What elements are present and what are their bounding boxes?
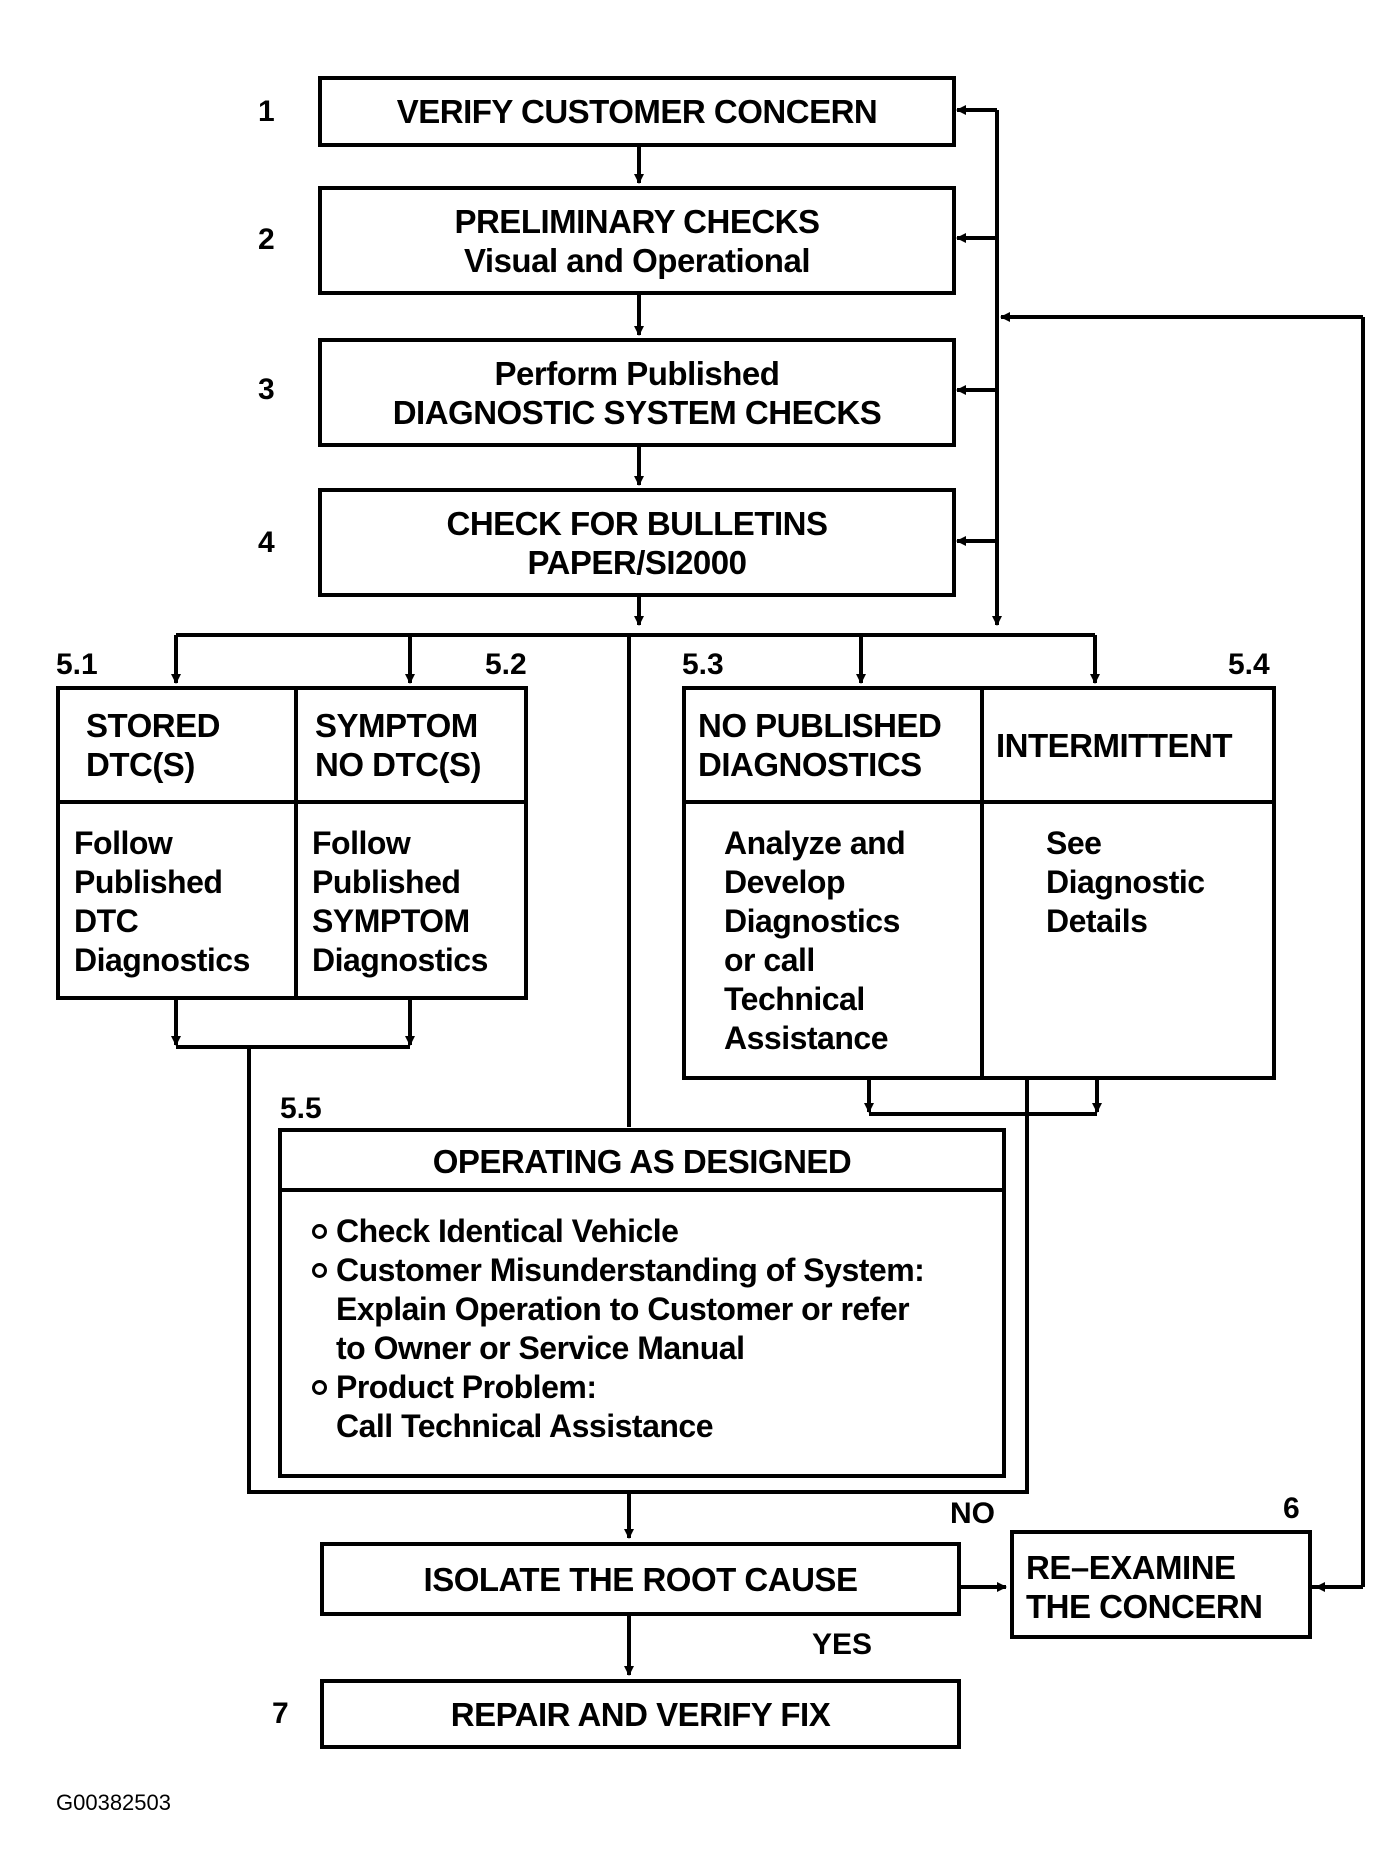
- stored-body-line: Follow: [74, 825, 173, 861]
- bullet-line: Check Identical Vehicle: [336, 1213, 679, 1249]
- step-number-1: 1: [258, 95, 275, 128]
- isolate-title: ISOLATE THE ROOT CAUSE: [423, 1560, 858, 1598]
- step-4-line2: PAPER/SI2000: [527, 543, 747, 581]
- bullet-line: Explain Operation to Customer or refer: [336, 1291, 910, 1327]
- step-isolate-root-cause: ISOLATE THE ROOT CAUSE: [320, 1542, 961, 1616]
- symptom-body: Follow Published SYMPTOM Diagnostics: [312, 824, 488, 980]
- step-re-examine-concern: RE–EXAMINE THE CONCERN: [1010, 1530, 1312, 1639]
- no-published-header-line: DIAGNOSTICS: [698, 746, 922, 783]
- step-number-6: 6: [1283, 1492, 1300, 1525]
- symptom-body-line: Follow: [312, 825, 411, 861]
- stored-header-line: DTC(S): [86, 746, 195, 783]
- no-published-body-line: or call: [724, 942, 815, 978]
- stored-dtc-header: STORED DTC(S): [86, 706, 220, 784]
- symptom-header-line: SYMPTOM: [315, 707, 478, 744]
- step-6-line2: THE CONCERN: [1026, 1588, 1263, 1625]
- step-number-5-5: 5.5: [280, 1092, 322, 1125]
- bullet-product-problem: Product Problem: Call Technical Assistan…: [308, 1368, 924, 1446]
- stored-body-line: DTC: [74, 903, 139, 939]
- operating-bullets: Check Identical Vehicle Customer Misunde…: [308, 1212, 925, 1446]
- step-check-for-bulletins: CHECK FOR BULLETINS PAPER/SI2000: [318, 488, 956, 597]
- no-published-body: Analyze and Develop Diagnostics or call …: [724, 824, 906, 1058]
- no-published-body-line: Assistance: [724, 1020, 888, 1056]
- branch-yes-label: YES: [812, 1628, 873, 1661]
- box-operating-as-designed: OPERATING AS DESIGNED Check Identical Ve…: [278, 1128, 1006, 1478]
- step-2-title: PRELIMINARY CHECKS: [454, 202, 820, 240]
- step-3-line2: DIAGNOSTIC SYSTEM CHECKS: [392, 393, 882, 431]
- step-verify-customer-concern: VERIFY CUSTOMER CONCERN: [318, 76, 956, 147]
- bullet-customer-misunderstanding: Customer Misunderstanding of System: Exp…: [308, 1251, 925, 1368]
- no-published-header-line: NO PUBLISHED: [698, 707, 942, 744]
- symptom-header-line: NO DTC(S): [315, 746, 481, 783]
- figure-id: G00382503: [56, 1790, 171, 1815]
- box-stored-and-symptom: STORED DTC(S) SYMPTOM NO DTC(S) Follow P…: [56, 686, 528, 1000]
- step-number-5-3: 5.3: [682, 648, 724, 681]
- operating-as-designed-header: OPERATING AS DESIGNED: [432, 1143, 852, 1180]
- step-number-3: 3: [258, 373, 275, 406]
- no-published-body-line: Develop: [724, 864, 845, 900]
- no-published-body-line: Technical: [724, 981, 865, 1017]
- intermittent-header-line: INTERMITTENT: [996, 727, 1232, 764]
- symptom-no-dtc-header: SYMPTOM NO DTC(S): [315, 706, 481, 784]
- step-number-2: 2: [258, 223, 275, 256]
- box-no-published-and-intermittent: NO PUBLISHED DIAGNOSTICS INTERMITTENT An…: [682, 686, 1276, 1080]
- no-published-diagnostics-header: NO PUBLISHED DIAGNOSTICS: [698, 706, 942, 784]
- step-3-line1: Perform Published: [494, 354, 780, 392]
- step-number-5-4: 5.4: [1228, 648, 1270, 681]
- step-number-5-2: 5.2: [485, 648, 527, 681]
- symptom-body-line: Published: [312, 864, 461, 900]
- step-number-4: 4: [258, 526, 275, 559]
- bullet-check-identical-vehicle: Check Identical Vehicle: [308, 1212, 924, 1251]
- step-7-title: REPAIR AND VERIFY FIX: [450, 1695, 831, 1733]
- stored-body-line: Diagnostics: [74, 942, 250, 978]
- stored-header-line: STORED: [86, 707, 220, 744]
- intermittent-header: INTERMITTENT: [996, 726, 1232, 765]
- stored-body-line: Published: [74, 864, 223, 900]
- stored-dtc-body: Follow Published DTC Diagnostics: [74, 824, 250, 980]
- bullet-line: Customer Misunderstanding of System:: [336, 1252, 925, 1288]
- bullet-line: to Owner or Service Manual: [336, 1330, 745, 1366]
- symptom-body-line: Diagnostics: [312, 942, 488, 978]
- bullet-line: Product Problem:: [336, 1369, 597, 1405]
- no-published-body-line: Diagnostics: [724, 903, 900, 939]
- no-published-body-line: Analyze and: [724, 825, 906, 861]
- step-diagnostic-system-checks: Perform Published DIAGNOSTIC SYSTEM CHEC…: [318, 338, 956, 447]
- intermittent-body-line: Diagnostic: [1046, 864, 1205, 900]
- intermittent-body-line: See: [1046, 825, 1102, 861]
- step-2-subtitle: Visual and Operational: [464, 241, 811, 279]
- step-number-7: 7: [272, 1697, 289, 1730]
- branch-no-label: NO: [950, 1497, 995, 1530]
- step-4-line1: CHECK FOR BULLETINS: [446, 504, 829, 542]
- step-6-line1: RE–EXAMINE: [1026, 1549, 1236, 1586]
- step-1-title: VERIFY CUSTOMER CONCERN: [396, 93, 878, 130]
- bullet-line: Call Technical Assistance: [336, 1408, 714, 1444]
- intermittent-body: See Diagnostic Details: [1046, 824, 1205, 941]
- symptom-body-line: SYMPTOM: [312, 903, 470, 939]
- intermittent-body-line: Details: [1046, 903, 1148, 939]
- step-number-5-1: 5.1: [56, 648, 98, 681]
- step-preliminary-checks: PRELIMINARY CHECKS Visual and Operationa…: [318, 186, 956, 295]
- step-repair-and-verify-fix: REPAIR AND VERIFY FIX: [320, 1679, 961, 1749]
